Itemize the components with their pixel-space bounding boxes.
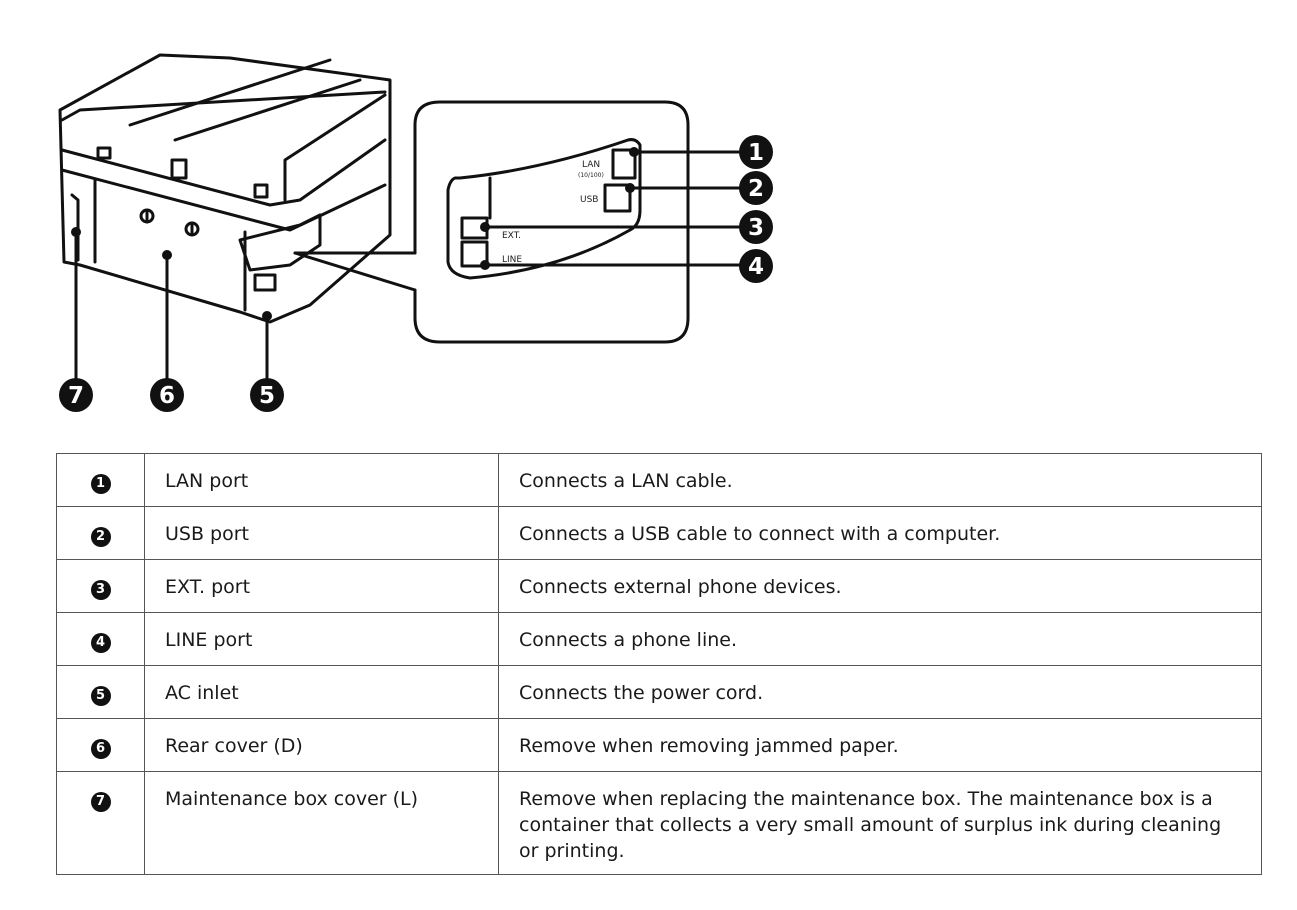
svg-text:2: 2 — [748, 176, 764, 202]
callout-4: 4 — [739, 249, 773, 283]
part-description: Connects a LAN cable. — [498, 453, 1262, 507]
part-description: Connects a phone line. — [498, 612, 1262, 666]
svg-text:1: 1 — [748, 140, 764, 166]
row-number-cell: 5 — [56, 665, 145, 719]
part-name: Maintenance box cover (L) — [144, 771, 499, 875]
number-badge: 3 — [90, 580, 111, 600]
ext-port-label: EXT. — [502, 231, 521, 241]
number-badge: 5 — [90, 686, 111, 706]
table-row: 7 Maintenance box cover (L)Remove when re… — [56, 771, 1262, 875]
row-number-cell: 2 — [56, 506, 145, 560]
callout-3: 3 — [739, 210, 773, 244]
svg-text:6: 6 — [159, 383, 175, 409]
svg-text:7: 7 — [68, 383, 84, 409]
svg-text:4: 4 — [748, 254, 764, 280]
row-number-cell: 1 — [56, 453, 145, 507]
lan-speed-label: (10/100) — [578, 172, 604, 179]
row-number-cell: 7 — [56, 771, 145, 875]
callout-6: 6 — [150, 378, 184, 412]
printer-rear-illustration: LAN (10/100) USB EXT. LINE 1 2 3 4 5 6 7 — [58, 53, 773, 412]
part-description: Remove when replacing the maintenance bo… — [498, 771, 1262, 875]
part-description: Connects the power cord. — [498, 665, 1262, 719]
table-row: 6 Rear cover (D)Remove when removing jamm… — [56, 718, 1262, 772]
part-name: LAN port — [144, 453, 499, 507]
part-description: Connects a USB cable to connect with a c… — [498, 506, 1262, 560]
usb-port-label: USB — [580, 195, 598, 205]
number-badge: 7 — [90, 792, 111, 812]
line-port-label: LINE — [502, 255, 522, 265]
number-badge: 2 — [90, 527, 111, 547]
row-number-cell: 3 — [56, 559, 145, 613]
number-badge: 6 — [90, 739, 111, 759]
row-number-cell: 4 — [56, 612, 145, 666]
callout-7: 7 — [59, 378, 93, 412]
svg-text:3: 3 — [748, 215, 764, 241]
number-badge: 1 — [90, 474, 111, 494]
lan-port-label: LAN — [582, 160, 600, 170]
row-number-cell: 6 — [56, 718, 145, 772]
part-name: LINE port — [144, 612, 499, 666]
callout-2: 2 — [739, 171, 773, 205]
callout-5: 5 — [250, 378, 284, 412]
part-description: Remove when removing jammed paper. — [498, 718, 1262, 772]
part-name: AC inlet — [144, 665, 499, 719]
number-badge: 4 — [90, 633, 111, 653]
svg-text:5: 5 — [259, 383, 275, 409]
part-description: Connects external phone devices. — [498, 559, 1262, 613]
part-name: EXT. port — [144, 559, 499, 613]
part-name: Rear cover (D) — [144, 718, 499, 772]
callout-1: 1 — [739, 135, 773, 169]
part-name: USB port — [144, 506, 499, 560]
